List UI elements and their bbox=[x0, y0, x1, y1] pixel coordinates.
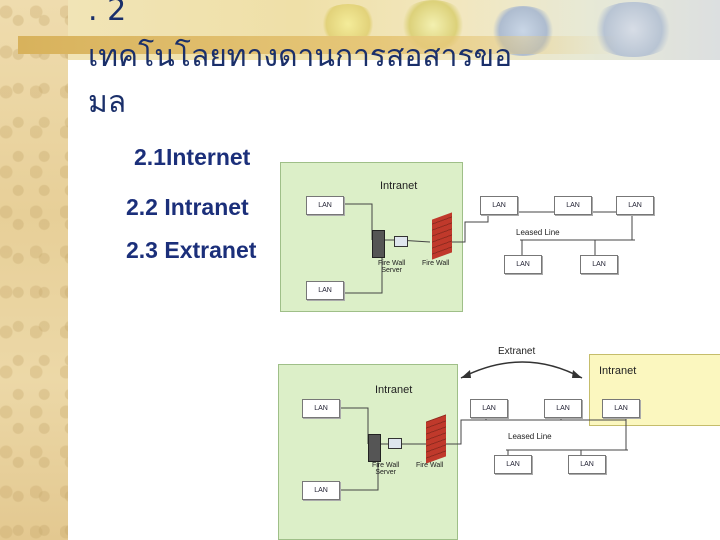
lan-box: LAN bbox=[580, 255, 618, 274]
decorative-gold-bar bbox=[18, 36, 618, 54]
firewall-label: Fire Wall bbox=[416, 462, 444, 469]
lan-box: LAN bbox=[306, 281, 344, 300]
lan-box: LAN bbox=[302, 481, 340, 500]
leased-line-label: Leased Line bbox=[516, 228, 560, 237]
extranet-label: Extranet bbox=[498, 346, 536, 357]
lan-box: LAN bbox=[544, 399, 582, 418]
computer-icon bbox=[394, 236, 408, 247]
leased-line-label: Leased Line bbox=[508, 432, 552, 441]
decorative-side-band bbox=[0, 0, 68, 540]
bullet-intranet: 2.2 Intranet bbox=[126, 194, 249, 220]
lan-box: LAN bbox=[494, 455, 532, 474]
lan-box: LAN bbox=[602, 399, 640, 418]
lan-box: LAN bbox=[302, 399, 340, 418]
server-icon bbox=[368, 434, 381, 462]
lan-box: LAN bbox=[616, 196, 654, 215]
lan-box: LAN bbox=[554, 196, 592, 215]
lan-box: LAN bbox=[306, 196, 344, 215]
lan-box: LAN bbox=[470, 399, 508, 418]
bullet-extranet: 2.3 Extranet bbox=[126, 237, 257, 263]
server-icon bbox=[372, 230, 385, 258]
brick-firewall-icon bbox=[432, 212, 452, 260]
server-label: Fire Wall Server bbox=[378, 260, 406, 274]
intranet-label-right: Intranet bbox=[599, 365, 637, 377]
intranet-diagram: Intranet LAN LAN LAN LAN LAN LAN LAN Fir… bbox=[280, 160, 660, 312]
brick-firewall-icon bbox=[426, 414, 446, 464]
intranet-label-left: Intranet bbox=[375, 384, 413, 396]
lan-box: LAN bbox=[568, 455, 606, 474]
server-label: Fire Wall Server bbox=[372, 462, 400, 476]
firewall-label: Fire Wall bbox=[422, 260, 450, 267]
intranet-label: Intranet bbox=[380, 180, 418, 192]
lan-box: LAN bbox=[480, 196, 518, 215]
bullet-internet: 2.1Internet bbox=[134, 144, 251, 170]
network-lines bbox=[338, 361, 628, 491]
lan-box: LAN bbox=[504, 255, 542, 274]
slide-title: . 2 เทคโนโลยทางดานการสอสารขอ มล bbox=[88, 0, 513, 120]
extranet-diagram: Extranet Intranet Intranet LAN LAN LAN L… bbox=[276, 340, 720, 540]
computer-icon bbox=[388, 438, 402, 449]
